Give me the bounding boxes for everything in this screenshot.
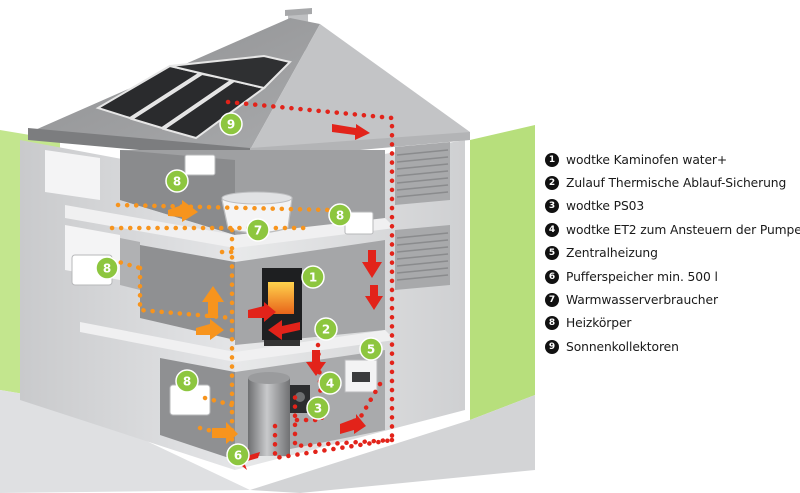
legend-number: 9 [545,339,559,354]
svg-text:5: 5 [367,343,375,357]
svg-text:8: 8 [183,375,191,389]
svg-text:1: 1 [309,271,317,285]
legend-item: 3 wodtke PS03 [545,195,800,218]
badge-6: 6 [226,443,250,467]
legend-number: 3 [545,199,559,214]
side-windows [395,142,450,290]
legend-label: Warmwasserverbraucher [566,293,718,308]
badge-5: 5 [359,337,383,361]
legend-item: 8 Heizkörper [545,312,800,335]
bathtub [221,191,293,234]
legend-item: 6 Pufferspeicher min. 500 l [545,265,800,288]
legend: 1 wodtke Kaminofen water+ 2 Zulauf Therm… [545,148,800,359]
badge-4: 4 [318,371,342,395]
heating-arrows [168,200,238,444]
legend-number: 4 [545,222,559,237]
legend-item: 5 Zentralheizung [545,242,800,265]
solar-collectors [95,54,292,140]
badge-9: 9 [219,112,243,136]
legend-item: 9 Sonnenkollektoren [545,335,800,358]
badge-3: 3 [306,396,330,420]
svg-text:4: 4 [326,377,334,391]
badge-8-top-left: 8 [165,169,189,193]
badge-7: 7 [246,218,270,242]
legend-label: Sonnenkollektoren [566,339,679,354]
badge-2: 2 [314,317,338,341]
legend-label: Zentralheizung [566,246,658,261]
badge-8-basement: 8 [175,369,199,393]
legend-label: Heizkörper [566,316,632,331]
legend-label: wodtke PS03 [566,199,645,214]
svg-text:8: 8 [336,209,344,223]
badge-8-middle: 8 [95,256,119,280]
legend-number: 2 [545,176,559,191]
legend-number: 6 [545,269,559,284]
badge-1: 1 [301,265,325,289]
legend-label: Zulauf Thermische Ablauf-Sicherung [566,176,787,191]
legend-item: 7 Warmwasserverbraucher [545,288,800,311]
legend-item: 1 wodtke Kaminofen water+ [545,148,800,171]
buffer-tank [248,372,290,456]
svg-text:3: 3 [314,402,322,416]
svg-text:9: 9 [227,118,235,132]
legend-label: wodtke Kaminofen water+ [566,152,728,167]
legend-number: 7 [545,293,559,308]
legend-label: wodtke ET2 zum Ansteuern der Pumpe [566,222,800,237]
legend-item: 2 Zulauf Thermische Ablauf-Sicherung [545,171,800,194]
legend-number: 1 [545,152,559,167]
svg-text:7: 7 [254,224,262,238]
legend-number: 8 [545,316,559,331]
svg-text:6: 6 [234,449,242,463]
svg-text:8: 8 [173,175,181,189]
legend-number: 5 [545,246,559,261]
badge-8-top-right: 8 [328,203,352,227]
svg-text:2: 2 [322,323,330,337]
svg-text:8: 8 [103,262,111,276]
legend-item: 4 wodtke ET2 zum Ansteuern der Pumpe [545,218,800,241]
legend-label: Pufferspeicher min. 500 l [566,269,718,284]
house-body [20,8,470,470]
